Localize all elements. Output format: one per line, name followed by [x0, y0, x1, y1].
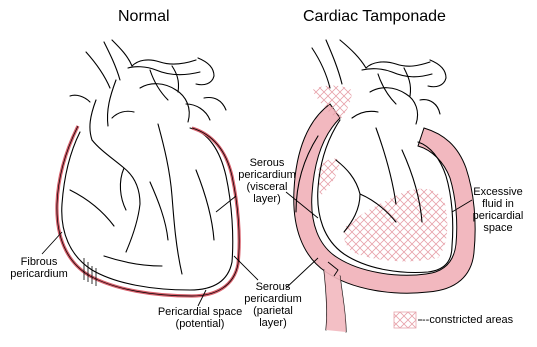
- label-line: Serous: [232, 157, 302, 169]
- legend-swatch: [394, 312, 416, 328]
- label-line: Pericardial space: [148, 306, 252, 318]
- label-line: Fibrous: [4, 256, 74, 268]
- legend-text: --constricted areas: [422, 314, 513, 326]
- label-line: pericardium: [238, 293, 308, 305]
- label-line: pericardium: [232, 169, 302, 181]
- title-tamponade: Cardiac Tamponade: [303, 8, 446, 26]
- label-line: pericardial: [462, 210, 534, 222]
- label-serous-visceral: Serous pericardium (visceral layer): [232, 157, 302, 205]
- label-line: space: [462, 222, 534, 234]
- normal-heart: [62, 40, 233, 290]
- label-excessive-fluid: Excessive fluid in pericardial space: [462, 186, 534, 234]
- label-line: (potential): [148, 318, 252, 330]
- label-line: (visceral: [232, 181, 302, 193]
- label-line: Serous: [238, 281, 308, 293]
- title-normal: Normal: [118, 8, 170, 26]
- label-line: pericardium: [4, 268, 74, 280]
- label-pericardial-space: Pericardial space (potential): [148, 306, 252, 330]
- label-fibrous-pericardium: Fibrous pericardium: [4, 256, 74, 280]
- label-line: Excessive: [462, 186, 534, 198]
- fluid-layer: [294, 104, 475, 293]
- label-line: layer): [232, 193, 302, 205]
- label-line: fluid in: [462, 198, 534, 210]
